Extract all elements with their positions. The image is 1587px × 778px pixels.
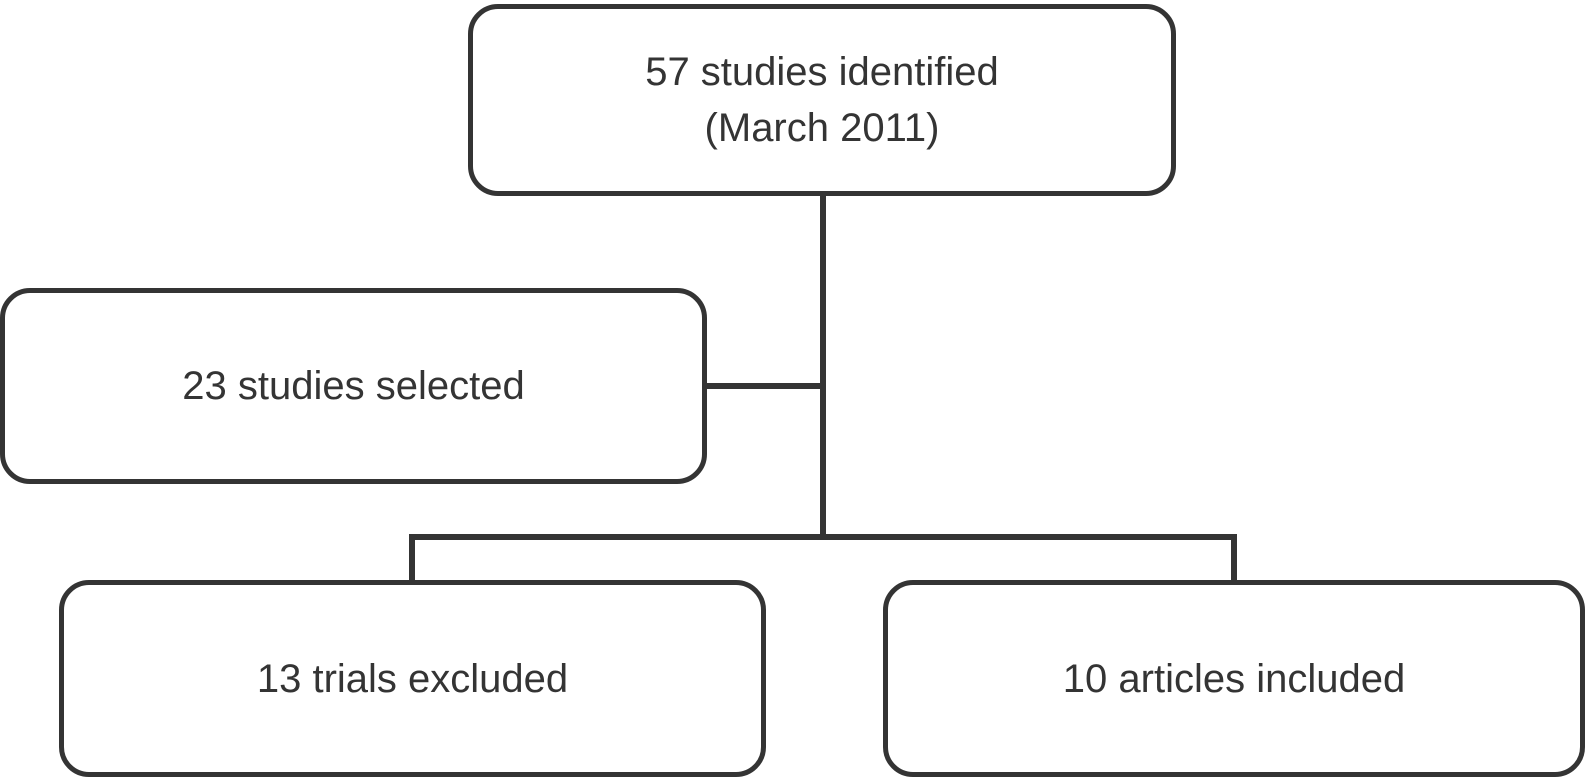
flowchart-node-excluded: 13 trials excluded — [59, 580, 766, 777]
node-identified-label: 57 studies identified — [645, 50, 999, 94]
connector-branch-horizontal-line — [409, 534, 1237, 540]
flowchart-node-selected: 23 studies selected — [0, 288, 707, 484]
flowchart-node-identified: 57 studies identified (March 2011) — [468, 4, 1176, 196]
connector-included-drop-line — [1231, 534, 1237, 584]
node-selected-label: 23 studies selected — [182, 364, 525, 408]
flowchart-node-included: 10 articles included — [883, 580, 1585, 777]
node-identified-sublabel: (March 2011) — [704, 106, 940, 150]
connector-selected-horizontal-line — [700, 383, 824, 389]
node-included-label: 10 articles included — [1062, 656, 1406, 701]
connector-excluded-drop-line — [409, 534, 415, 584]
connector-main-vertical-line — [820, 194, 826, 540]
node-excluded-label: 13 trials excluded — [256, 656, 569, 701]
